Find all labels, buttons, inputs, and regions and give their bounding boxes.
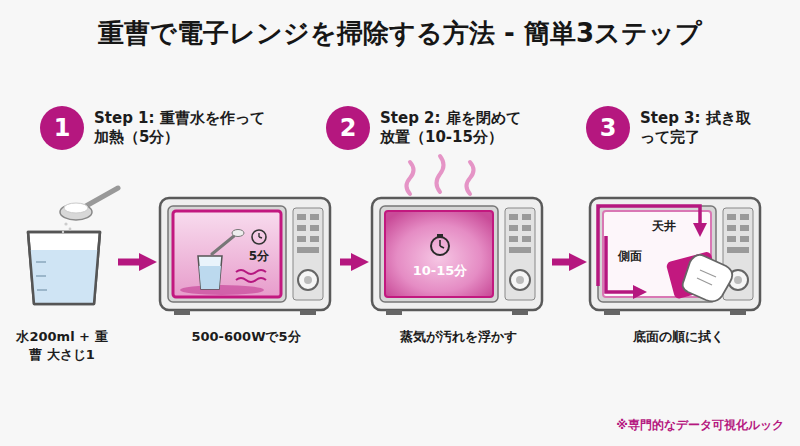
flow-arrow [340,259,358,266]
measuring-cup-part [37,289,47,291]
step-badge: 2Step 2: 扉を閉めて放置（10-15分） [326,106,370,150]
illustration-panel: 10-15分蒸気が汚れを浮かす [368,190,548,350]
footnote: ※専門的なデータ可視化ルック [616,417,784,434]
microwave-steaming-part [437,156,444,192]
microwave-steaming-part [437,234,443,237]
microwave-heating-part [160,198,330,315]
illustration-panel: 水200ml + 重曹 大さじ1 [10,190,114,367]
step-heading: Step 2: 扉を閉めて放置（10-15分） [380,109,530,148]
title: 重曹で電子レンジを掃除する方法 - 簡単3ステップ [0,16,800,51]
measuring-cup-part [36,275,46,277]
inset-label: 10-15分 [400,262,480,280]
microwave-heating-part [198,256,222,289]
microwave-steaming-part [385,211,493,297]
microwave-heating-part [252,230,266,244]
microwave-heating-part [173,211,281,297]
inset-label: 天井 [646,218,682,235]
microwave-heating-part [212,236,234,254]
microwave-wiping-part [700,270,716,277]
spoon-part [64,222,67,225]
microwave-steaming-part [372,198,542,315]
microwave-steaming-part [440,246,444,248]
measuring-cup-part [28,232,100,304]
measuring-cup-part [28,232,100,304]
measuring-cup-part [36,261,46,263]
microwave-wiping-part [590,198,760,315]
step-caption: 底面の順に拭く [586,328,770,346]
spoon [60,188,118,233]
microwave-steaming-part [467,162,474,194]
step-heading: Step 1: 重曹水を作って加熱（5分） [94,109,272,148]
spoon-part [86,188,118,206]
microwave-steaming-part [431,237,449,255]
spoon-part [60,204,92,220]
inset-label: 5分 [244,248,274,265]
step-caption: 蒸気が汚れを浮かす [368,328,548,346]
microwave-wiping-part [683,255,733,301]
microwave-heating-part [180,285,264,295]
spoon-part [69,228,72,231]
microwave-wiping-part [697,278,712,285]
microwave-steaming [372,156,542,315]
microwave-heating-part [232,230,244,237]
step-badge: 3Step 3: 拭き取って完了 [586,106,630,150]
illustration-panel: 天井側面底面の順に拭く [586,190,770,350]
step-caption: 500-600Wで5分 [156,328,336,346]
microwave-wiping-part [606,236,640,292]
illustration-panel: 5分 500-600Wで5分 [156,190,336,350]
microwave-heating-part [236,278,266,282]
spoon-part [64,203,88,213]
flow-arrow [118,259,146,266]
step-badge: 1Step 1: 重曹水を作って加熱（5分） [40,106,84,150]
spoon-part [62,231,64,233]
microwave-heating-part [199,266,221,289]
step-number: 3 [586,106,630,150]
step-caption: 水200ml + 重曹 大さじ1 [10,328,114,363]
microwave-steaming-part [407,162,414,194]
flow-arrow [552,259,576,266]
step-number: 2 [326,106,370,150]
measuring-cup [28,232,100,304]
microwave-heating [160,198,330,315]
inset-label: 側面 [612,248,648,265]
step-number: 1 [40,106,84,150]
step-heading: Step 3: 拭き取って完了 [640,109,762,148]
microwave-steaming-part [439,240,441,246]
microwave-heating-part [259,237,262,238]
measuring-cup-part [30,250,98,304]
microwave-heating-part [236,270,266,274]
microwave-wiping [590,198,760,315]
microwave-heating-part [258,233,259,237]
